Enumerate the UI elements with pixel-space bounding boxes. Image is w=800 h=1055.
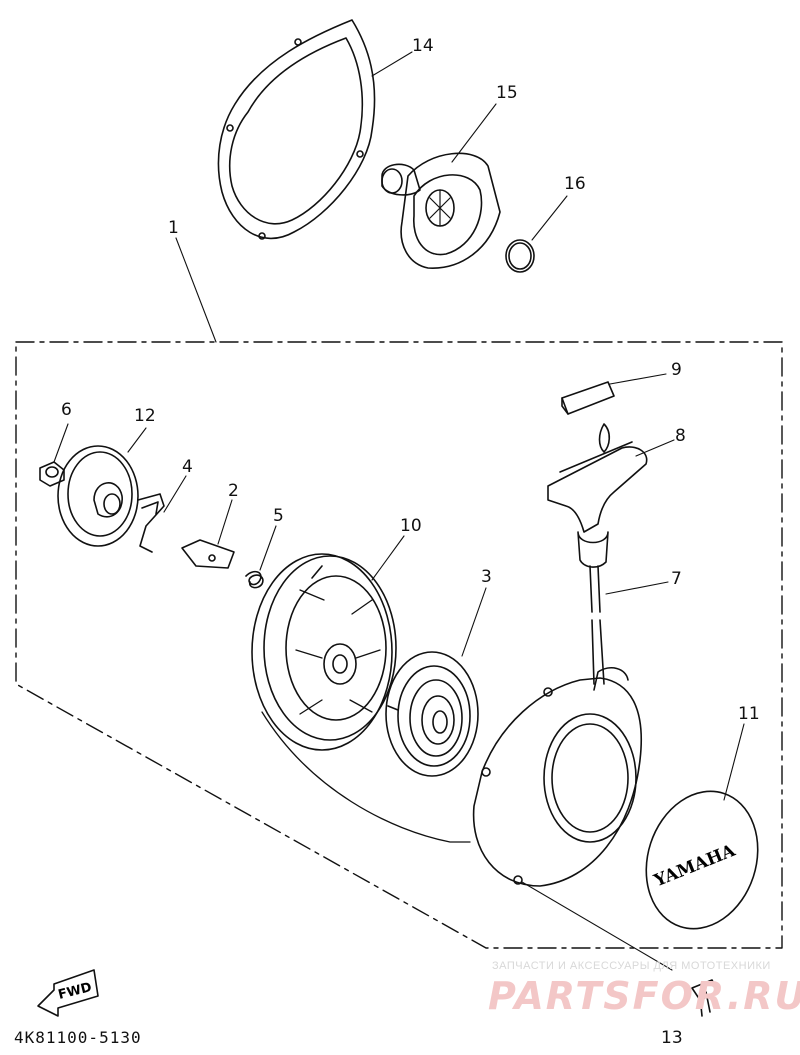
pawl-part-2 (181, 539, 235, 569)
gasket-part-14 (217, 19, 376, 240)
label-1: 1 (168, 218, 179, 238)
label-7: 7 (671, 569, 682, 589)
label-14: 14 (412, 36, 434, 56)
recoil-housing (472, 667, 642, 887)
assembly-outline (15, 341, 783, 949)
label-4: 4 (182, 457, 193, 477)
leader-lines (53, 51, 745, 971)
o-ring-part-16 (505, 239, 535, 273)
diagram-code: 4K81100-5130 (14, 1028, 142, 1047)
friction-plate-part-12 (57, 445, 139, 547)
clip-part-4 (137, 493, 165, 553)
starter-handle-part-8 (547, 423, 648, 568)
label-3: 3 (481, 567, 492, 587)
bolt-part-13 (691, 979, 719, 1017)
rope-part-7 (261, 565, 605, 843)
label-15: 15 (496, 83, 518, 103)
label-6: 6 (61, 400, 72, 420)
watermark-top-text: ЗАПЧАСТИ И АКСЕССУАРЫ ДЛЯ МОТОТЕХНИКИ (492, 960, 771, 972)
handle-cap-part-9 (561, 381, 615, 415)
label-11: 11 (738, 704, 760, 724)
spiral-spring-part-3 (385, 651, 479, 777)
watermark-logo: PARTSFOR.RU (488, 974, 800, 1018)
drive-pulley-part-15 (381, 152, 501, 269)
fwd-arrow (37, 969, 99, 1017)
label-12: 12 (134, 406, 156, 426)
label-9: 9 (671, 360, 682, 380)
label-2: 2 (228, 481, 239, 501)
label-16: 16 (564, 174, 586, 194)
label-10: 10 (400, 516, 422, 536)
reel-part-10 (251, 553, 397, 751)
spring-part-5 (245, 570, 264, 589)
label-13: 13 (661, 1028, 683, 1048)
cap-part-11 (645, 790, 759, 930)
label-8: 8 (675, 426, 686, 446)
label-5: 5 (273, 506, 284, 526)
nut-part-6 (39, 461, 65, 487)
